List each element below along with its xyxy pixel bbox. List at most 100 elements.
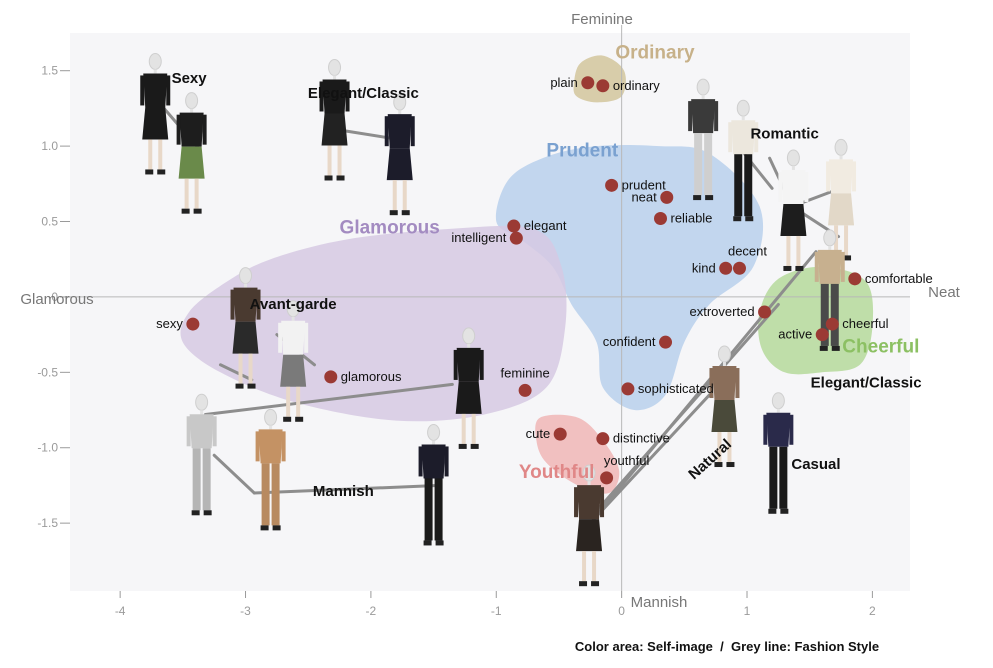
y-tick-label: -1.5 — [37, 516, 58, 530]
point-feminine — [518, 383, 532, 397]
point-confident — [659, 335, 673, 349]
outfit-figure — [319, 58, 350, 181]
point-label-cute: cute — [526, 426, 551, 441]
x-tick-label: -2 — [366, 604, 377, 618]
outfit-figure — [574, 464, 605, 587]
style-line — [252, 483, 442, 495]
point-label-extroverted: extroverted — [690, 304, 755, 319]
point-comfortable — [848, 272, 862, 286]
x-tick-label: -1 — [491, 604, 502, 618]
style-line — [597, 302, 780, 510]
outfit-figure — [418, 423, 449, 546]
axis-label-right: Neat — [928, 284, 961, 301]
point-label-intelligent: intelligent — [451, 230, 506, 245]
point-label-glamorous: glamorous — [341, 369, 402, 384]
outfit-figure — [778, 149, 809, 271]
outfit-figure — [709, 345, 740, 468]
style-label-romantic: Romantic — [750, 126, 818, 143]
style-line — [588, 393, 711, 525]
point-sophisticated — [621, 382, 635, 396]
style-label-elegant-classic: Elegant/Classic — [811, 374, 922, 391]
point-reliable — [654, 211, 668, 225]
style-label-avant-garde: Avant-garde — [250, 296, 337, 313]
style-line — [212, 453, 256, 495]
point-plain — [581, 76, 595, 90]
point-decent — [732, 261, 746, 275]
outfit-figure — [688, 78, 719, 201]
point-intelligent — [509, 231, 523, 245]
point-label-sophisticated: sophisticated — [638, 381, 714, 396]
point-extroverted — [758, 305, 772, 319]
outfit-figure — [814, 229, 845, 351]
outfit-figure — [140, 52, 171, 175]
outfit-figure — [763, 392, 794, 514]
outfit-figure — [453, 327, 484, 449]
point-active — [815, 328, 829, 342]
point-label-plain: plain — [550, 75, 577, 90]
axis-label-left: Glamorous — [20, 291, 93, 308]
style-label-elegant-classic: Elegant/Classic — [308, 85, 419, 102]
point-label-feminine: feminine — [501, 365, 550, 380]
y-tick-label: 0.5 — [41, 215, 58, 229]
axes: 1.5 1.0 0.5 0 -0.5 -1.0 -1.5 -4 -3 -2 -1 0 1 2 — [37, 25, 910, 618]
point-label-cheerful: cheerful — [842, 316, 888, 331]
self-image-areas — [180, 55, 874, 494]
y-tick-label: 0 — [51, 290, 58, 304]
point-label-neat: neat — [631, 189, 657, 204]
y-tick-label: 1.5 — [41, 64, 58, 78]
outfit-figure — [230, 267, 261, 389]
area-label-ordinary: Ordinary — [615, 43, 695, 64]
outfit-figure — [826, 138, 857, 261]
point-neat — [660, 190, 674, 204]
area-cheerful — [758, 266, 874, 375]
point-label-ordinary: ordinary — [613, 78, 660, 93]
outfit-figure — [384, 93, 415, 216]
y-tick-label: 1.0 — [41, 139, 58, 153]
x-tick-label: 0 — [618, 604, 625, 618]
point-label-elegant: elegant — [524, 218, 567, 233]
point-label-decent: decent — [728, 243, 767, 258]
point-label-reliable: reliable — [671, 210, 713, 225]
x-tick-label: 1 — [744, 604, 751, 618]
point-label-comfortable: comfortable — [865, 271, 933, 286]
area-label-youthful: Youthful — [519, 462, 595, 483]
point-youthful — [600, 471, 614, 485]
style-label-sexy: Sexy — [172, 70, 208, 87]
point-glamorous — [324, 370, 338, 384]
area-prudent — [495, 144, 764, 411]
outfit-figure — [186, 393, 217, 516]
point-label-prudent: prudent — [622, 177, 666, 192]
point-elegant — [507, 219, 521, 233]
point-cheerful — [825, 317, 839, 331]
area-label-cheerful: Cheerful — [842, 337, 919, 358]
point-ordinary — [596, 79, 610, 93]
area-label-prudent: Prudent — [546, 141, 618, 162]
x-tick-label: -3 — [240, 604, 251, 618]
outfit-figure — [176, 92, 207, 214]
point-distinctive — [596, 432, 610, 446]
point-label-confident: confident — [603, 334, 656, 349]
point-cute — [553, 427, 567, 441]
axis-label-bottom: Mannish — [631, 594, 688, 611]
axis-label-top: Feminine — [571, 11, 633, 28]
point-label-active: active — [778, 327, 812, 342]
style-label-mannish: Mannish — [313, 483, 374, 500]
x-tick-label: 2 — [869, 604, 876, 618]
outfit-figures — [140, 52, 857, 587]
area-ordinary — [573, 55, 626, 103]
x-tick-label: -4 — [115, 604, 126, 618]
style-line — [218, 363, 254, 382]
area-label-glamorous: Glamorous — [340, 218, 440, 239]
y-tick-label: -1.0 — [37, 441, 58, 455]
chart-caption: Color area: Self-image / Grey line: Fash… — [575, 639, 879, 654]
y-tick-label: -0.5 — [37, 365, 58, 379]
point-sexy — [186, 317, 200, 331]
outfit-figure — [278, 300, 309, 422]
point-kind — [719, 261, 733, 275]
outfit-figure — [255, 408, 286, 531]
point-prudent — [605, 178, 619, 192]
point-label-distinctive: distinctive — [613, 431, 670, 446]
